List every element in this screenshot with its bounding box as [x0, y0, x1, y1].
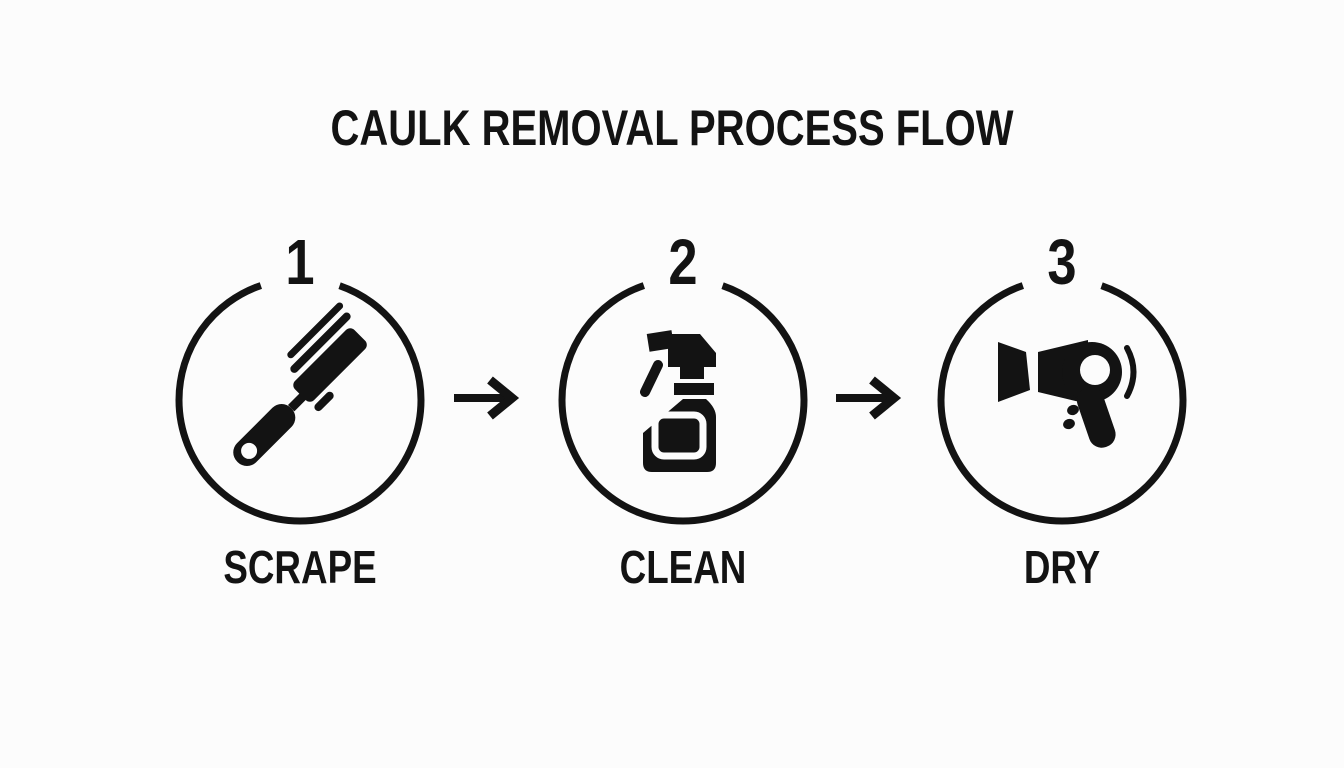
arrow-right-icon	[836, 376, 902, 420]
step-dry: 3 DRY	[912, 228, 1212, 608]
step-label-scrape: SCRAPE	[223, 541, 377, 593]
putty-knife-scraper-icon	[233, 302, 367, 467]
step-label-clean: CLEAN	[619, 541, 747, 593]
diagram-title: CAULK REMOVAL PROCESS FLOW	[330, 100, 1014, 156]
step-circle-dry	[937, 275, 1187, 525]
step-number: 1	[285, 226, 315, 298]
step-circle-clean	[558, 275, 808, 525]
step-circle-scrape	[175, 275, 425, 525]
step-circle-outline	[175, 275, 425, 525]
spray-bottle-icon	[640, 330, 716, 472]
hair-dryer-icon	[998, 340, 1137, 448]
step-clean: 2 CLEAN	[533, 228, 833, 608]
step-scrape: 1 SCRAPE	[150, 228, 450, 608]
step-number: 2	[668, 226, 698, 298]
step-circle-outline	[558, 275, 808, 525]
step-label-dry: DRY	[1023, 541, 1101, 593]
step-circle-outline	[937, 275, 1187, 525]
step-number: 3	[1047, 226, 1077, 298]
arrow-right-icon	[454, 376, 520, 420]
